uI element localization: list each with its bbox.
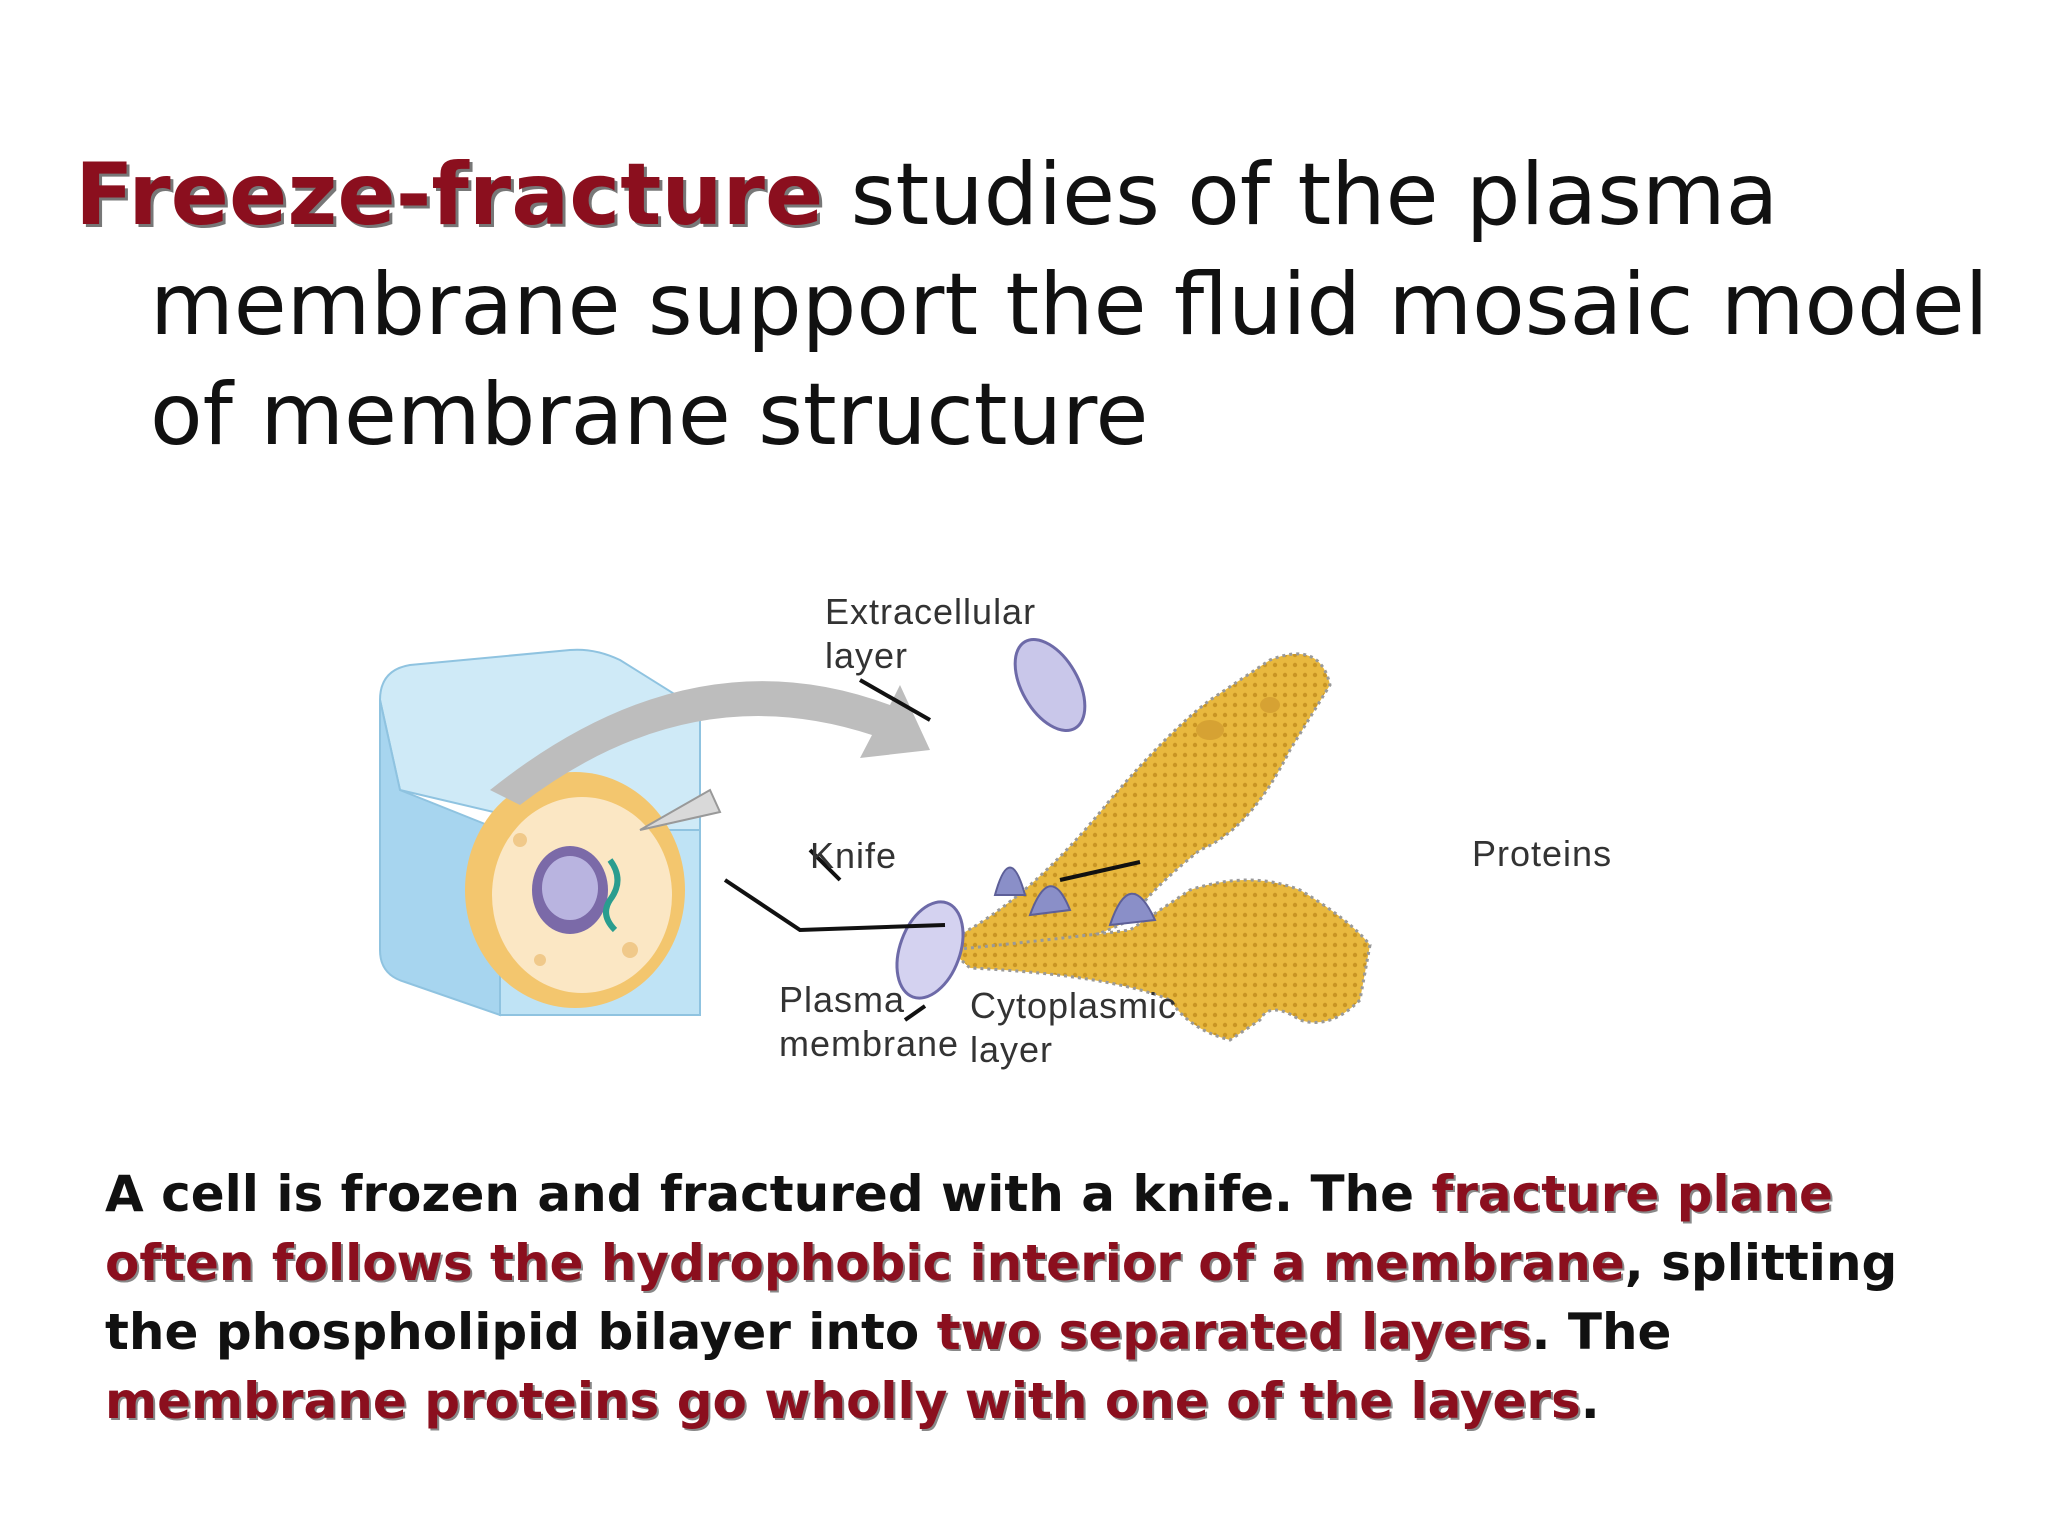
diagram-illustration	[378, 637, 1372, 1042]
caption-highlight-fracture-plane: fracture plane often follows the hydroph…	[105, 1165, 1833, 1292]
label-extracellular-line2: layer	[825, 635, 909, 676]
caption-highlight-two-layers: two separated layers	[936, 1303, 1532, 1361]
label-extracellular-layer: Extracellular layer	[825, 590, 1036, 678]
label-cytoplasmic-line2: layer	[970, 1029, 1054, 1070]
freeze-fracture-diagram: Extracellular layer Knife Proteins Plasm…	[370, 590, 1670, 1090]
label-cytoplasmic-layer: Cytoplasmic layer	[970, 984, 1177, 1072]
caption-paragraph: A cell is frozen and fractured with a kn…	[105, 1160, 1935, 1436]
fracture-arrow	[490, 681, 930, 805]
caption-highlight-proteins: membrane proteins go wholly with one of …	[105, 1372, 1581, 1430]
slide-title: Freeze-fracture studies of the plasma me…	[75, 140, 2048, 470]
caption-text-1: A cell is frozen and fractured with a kn…	[105, 1165, 1432, 1223]
label-cytoplasmic-line1: Cytoplasmic	[970, 985, 1178, 1026]
label-plasma-membrane: Plasma membrane	[779, 978, 959, 1066]
knife-blade	[639, 788, 722, 831]
cell	[465, 772, 685, 1008]
caption-text-4: .	[1580, 1372, 1600, 1430]
label-plasma-line2: membrane	[779, 1023, 960, 1064]
title-text: studies of the plasma membrane support t…	[150, 145, 1989, 465]
title-highlight: Freeze-fracture	[75, 145, 824, 245]
label-plasma-line1: Plasma	[779, 979, 906, 1020]
label-extracellular-line1: Extracellular	[825, 591, 1037, 632]
caption-text-3: . The	[1531, 1303, 1672, 1361]
label-leader-lines	[723, 678, 1141, 1022]
caption-text-2: , splitting the phospholipid bilayer int…	[105, 1234, 1898, 1361]
label-knife: Knife	[810, 835, 898, 876]
label-proteins: Proteins	[1472, 833, 1613, 874]
fractured-membrane	[946, 652, 1372, 1042]
